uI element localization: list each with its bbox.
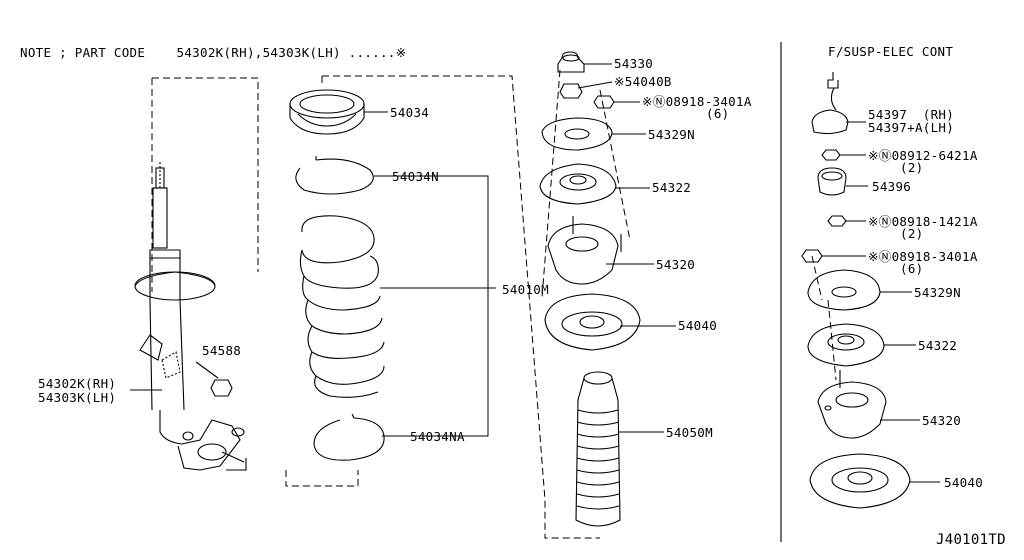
label-54040: 54040	[678, 318, 718, 333]
label-e54322: 54322	[918, 338, 958, 353]
label-54329n: 54329N	[648, 127, 695, 142]
plate-e54329n-icon	[807, 269, 881, 311]
label-54322: 54322	[652, 180, 692, 195]
label-e-nut1-qty: (2)	[900, 160, 924, 175]
cap-54330-icon	[557, 51, 585, 73]
nut-08918-icon	[593, 95, 615, 109]
cover-54396-icon	[817, 167, 847, 196]
seat-54034n-icon	[295, 156, 374, 195]
note-text: NOTE ; PART CODE 54302K(RH),54303K(LH) .…	[20, 45, 407, 60]
strut-assembly	[134, 162, 247, 471]
label-e54397-rh: 54397 (RH)	[868, 107, 955, 122]
bearing-54034-icon	[289, 89, 365, 135]
label-e-nut3-qty: (6)	[900, 261, 924, 276]
label-54010m: 54010M	[502, 282, 549, 297]
label-e-nut1: ※Ⓝ08912-6421A	[868, 148, 978, 163]
bumper-54040-icon	[544, 293, 641, 351]
bumper-e54040-icon	[809, 453, 911, 509]
label-e54329n: 54329N	[914, 285, 961, 300]
section-title: F/SUSP-ELEC CONT	[828, 44, 954, 59]
label-e54397-lh: 54397+A(LH)	[868, 120, 955, 135]
label-54034: 54034	[390, 105, 430, 120]
dashed-group-outlines	[151, 69, 837, 539]
label-e-nut2: ※Ⓝ08918-1421A	[868, 214, 978, 229]
nut-08918-3401-icon	[801, 249, 823, 263]
nut-54040b-icon	[559, 83, 583, 99]
insulator-e54320-icon	[817, 370, 887, 439]
label-strut-rh: 54302K(RH)	[38, 376, 117, 391]
label-54588: 54588	[202, 343, 242, 358]
label-e54396: 54396	[872, 179, 912, 194]
boot-54050m-icon	[575, 371, 621, 527]
nut-08918-1421-icon	[827, 215, 847, 227]
label-54034na: 54034NA	[410, 429, 465, 444]
label-e-nut3: ※Ⓝ08918-3401A	[868, 249, 978, 264]
label-nut-main-qty: (6)	[706, 106, 730, 121]
label-nut-main: ※Ⓝ08918-3401A	[642, 94, 752, 109]
label-54320: 54320	[656, 257, 696, 272]
label-e-nut2-qty: (2)	[900, 226, 924, 241]
mount-e54322-icon	[807, 323, 885, 367]
label-54040b: ※54040B	[614, 74, 672, 89]
actuator-54397-icon	[811, 72, 849, 135]
insulator-54320-icon	[547, 216, 622, 285]
label-e54040: 54040	[944, 475, 984, 490]
leader-lines	[130, 63, 940, 483]
coil-spring-54010m-icon	[299, 215, 385, 398]
label-54034n: 54034N	[392, 169, 439, 184]
diagram-code: J40101TD	[936, 532, 1006, 548]
seat-54034na-icon	[313, 413, 385, 461]
label-strut-lh: 54303K(LH)	[38, 390, 117, 405]
plate-54329n-icon	[541, 117, 613, 151]
nut-54588-icon	[195, 361, 233, 397]
label-e54320: 54320	[922, 413, 962, 428]
label-54050m: 54050M	[666, 425, 713, 440]
label-54330: 54330	[614, 56, 654, 71]
nut-08912-icon	[821, 149, 841, 161]
mount-54322-icon	[539, 163, 617, 205]
